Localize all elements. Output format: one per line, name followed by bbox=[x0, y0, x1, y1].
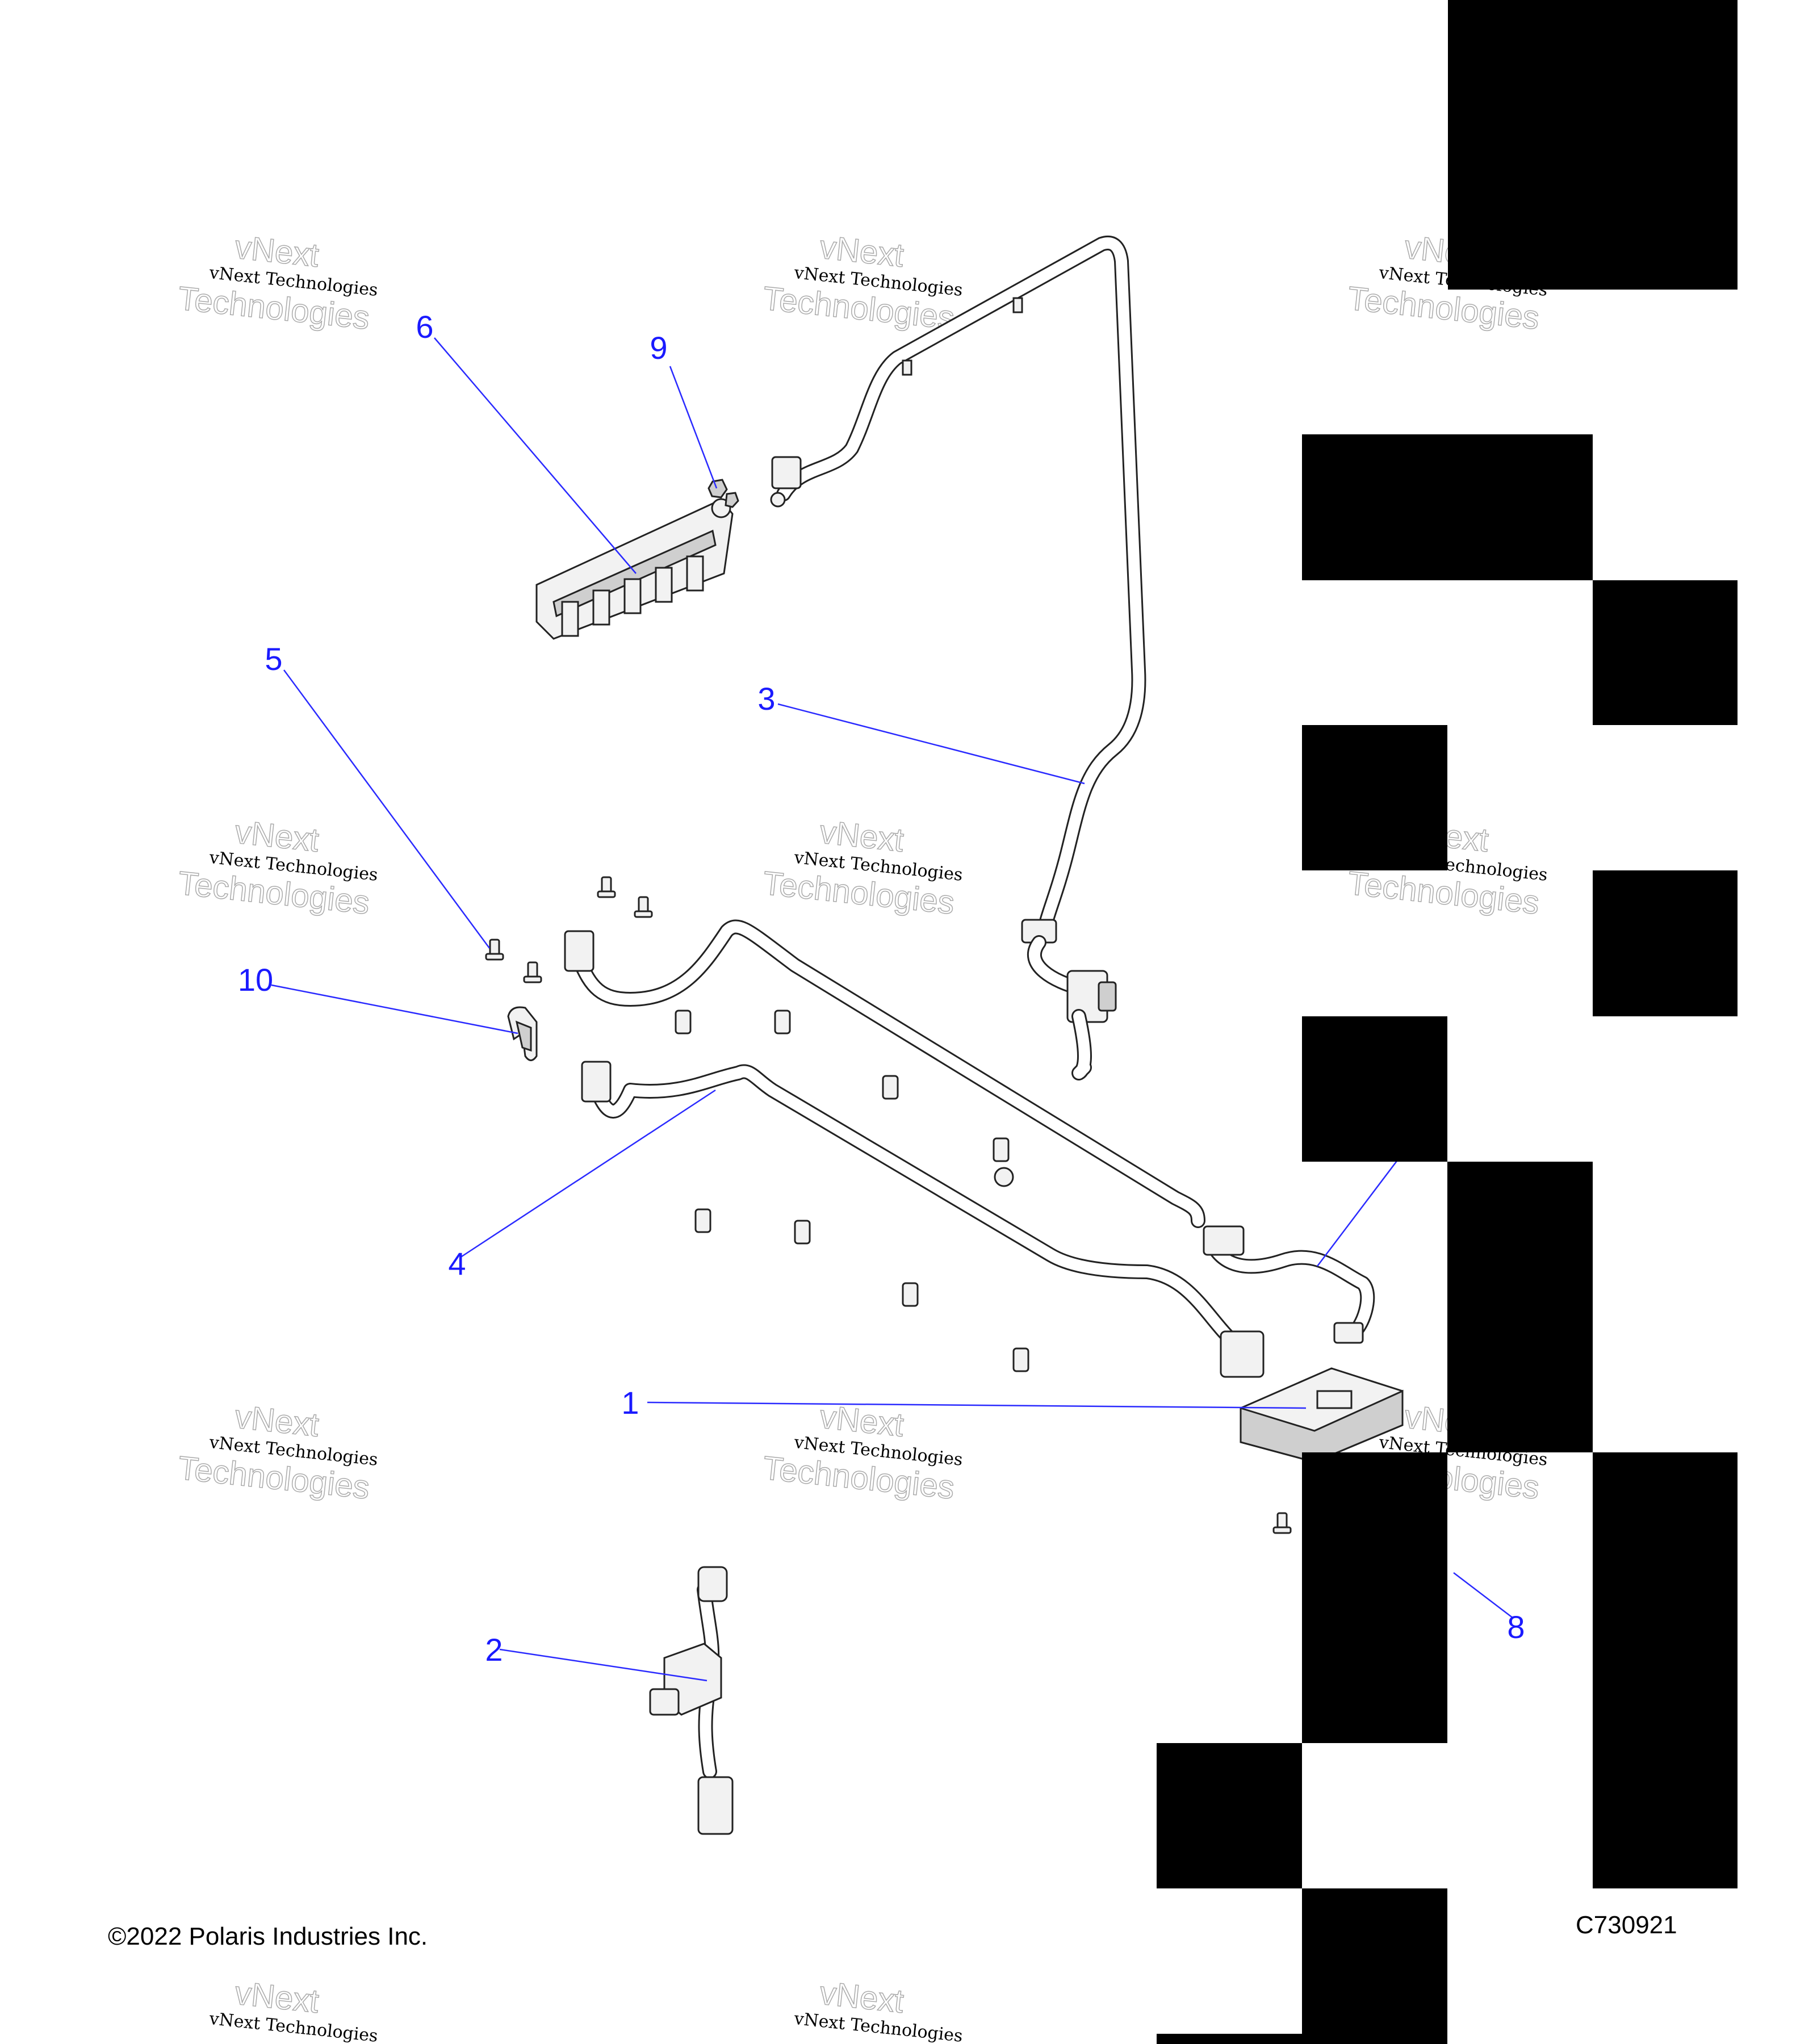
watermark: vNext vNext Technologies Technologies bbox=[761, 228, 964, 337]
bracket-slot bbox=[592, 589, 610, 626]
watermark-text: vNext bbox=[233, 229, 321, 274]
clip-10 bbox=[507, 1006, 538, 1061]
watermark: vNext vNext Technologies Technologies bbox=[761, 1398, 964, 1507]
leader-line-10 bbox=[271, 984, 518, 1034]
nut-9 bbox=[707, 479, 739, 508]
figure-id: C730921 bbox=[1576, 1911, 1677, 1939]
redaction-block bbox=[1447, 1162, 1593, 1452]
assembly-connector bbox=[697, 1776, 734, 1835]
harness-connector bbox=[1333, 1322, 1364, 1344]
callout-group: 1 2 3 4 5 6 8 9 10 bbox=[238, 309, 1525, 1668]
module-connector bbox=[1316, 1390, 1353, 1409]
harness-connector bbox=[1220, 1330, 1265, 1378]
redaction-block bbox=[1302, 1888, 1447, 2044]
screw bbox=[1272, 1512, 1292, 1534]
redaction-block bbox=[1593, 870, 1738, 1016]
leader-line-8 bbox=[1317, 1149, 1406, 1267]
bracket-slot bbox=[561, 601, 579, 637]
harness-clip bbox=[1012, 297, 1023, 313]
watermark-text: vNext bbox=[233, 1398, 321, 1444]
bracket-slot bbox=[623, 578, 642, 614]
redaction-block bbox=[1448, 0, 1738, 290]
ring-terminal bbox=[770, 492, 786, 508]
screw bbox=[523, 961, 542, 983]
callout-2: 2 bbox=[485, 1632, 503, 1668]
harness-upper bbox=[564, 919, 1375, 1344]
callout-6: 6 bbox=[416, 309, 433, 345]
harness-connector-latch bbox=[1098, 981, 1117, 1012]
watermark-text: vNext bbox=[818, 1975, 906, 2020]
push-clip bbox=[994, 1167, 1014, 1187]
watermark-text: vNext bbox=[818, 814, 906, 859]
callout-10: 10 bbox=[238, 962, 273, 998]
redaction-block bbox=[1157, 1743, 1302, 1888]
redaction-block bbox=[1593, 1452, 1738, 1888]
bracket-slot bbox=[686, 555, 704, 592]
leader-line-4 bbox=[459, 1089, 716, 1259]
watermark: vNext vNext Technologies Technologies bbox=[761, 813, 964, 922]
push-clip bbox=[694, 1208, 711, 1233]
redaction-block bbox=[1302, 1016, 1447, 1162]
watermark-text: vNext bbox=[233, 1975, 321, 2020]
leader-line-6 bbox=[434, 337, 637, 574]
watermark: vNext vNext Technologies bbox=[208, 1974, 379, 2044]
push-clip bbox=[675, 1010, 692, 1034]
harness-connector bbox=[581, 1061, 612, 1103]
leader-line-3 bbox=[777, 703, 1085, 785]
redaction-block bbox=[1593, 580, 1738, 725]
redaction-block bbox=[1302, 725, 1447, 870]
watermark-text: vNext bbox=[818, 229, 906, 274]
leader-line-1 bbox=[647, 1401, 1307, 1409]
assembly-2 bbox=[649, 1566, 734, 1835]
callout-5: 5 bbox=[265, 641, 282, 677]
watermark: vNext vNext Technologies Technologies bbox=[176, 228, 379, 337]
screw bbox=[634, 896, 653, 918]
harness-3 bbox=[770, 236, 1146, 1080]
copyright-text: ©2022 Polaris Industries Inc. bbox=[108, 1922, 428, 1950]
redaction-blocks bbox=[1157, 0, 1738, 2044]
callout-3: 3 bbox=[757, 681, 775, 717]
push-clip-group bbox=[675, 1010, 1029, 1372]
redaction-block bbox=[1157, 2034, 1447, 2044]
screw bbox=[597, 876, 616, 898]
bracket-slot bbox=[655, 567, 673, 603]
watermark-text: vNext bbox=[233, 814, 321, 859]
push-clip bbox=[882, 1075, 899, 1100]
watermark-text: vNext bbox=[818, 1398, 906, 1444]
push-clip bbox=[774, 1010, 791, 1034]
push-clip bbox=[993, 1137, 1010, 1162]
harness-connector bbox=[771, 456, 802, 489]
push-clip bbox=[794, 1220, 811, 1245]
leader-lines bbox=[271, 337, 1514, 1682]
leader-line-9 bbox=[669, 366, 718, 489]
harness-connector bbox=[1203, 1225, 1245, 1256]
leader-line-8 bbox=[1453, 1572, 1514, 1619]
callout-9: 9 bbox=[650, 330, 667, 366]
watermark: vNext vNext Technologies Technologies bbox=[176, 813, 379, 922]
redaction-block bbox=[1302, 1452, 1447, 1743]
screw-5 bbox=[485, 939, 504, 961]
assembly-connector bbox=[697, 1566, 728, 1602]
callout-1: 1 bbox=[621, 1385, 639, 1421]
push-clip bbox=[902, 1282, 919, 1307]
redaction-block bbox=[1302, 434, 1593, 580]
leader-line-5 bbox=[283, 669, 491, 949]
watermark: vNext vNext Technologies bbox=[793, 1974, 964, 2044]
watermark: vNext vNext Technologies Technologies bbox=[176, 1398, 379, 1507]
push-clip bbox=[1012, 1347, 1029, 1372]
module-1 bbox=[1240, 1367, 1404, 1463]
callout-4: 4 bbox=[448, 1246, 466, 1281]
harness-connector bbox=[564, 930, 594, 972]
harness-4 bbox=[581, 1061, 1265, 1378]
harness-clip bbox=[902, 359, 912, 376]
leader-line-2 bbox=[499, 1648, 707, 1682]
assembly-connector bbox=[649, 1688, 680, 1716]
callout-8: 8 bbox=[1507, 1609, 1525, 1645]
screw-group bbox=[485, 876, 1292, 1534]
bracket-6 bbox=[535, 498, 734, 640]
